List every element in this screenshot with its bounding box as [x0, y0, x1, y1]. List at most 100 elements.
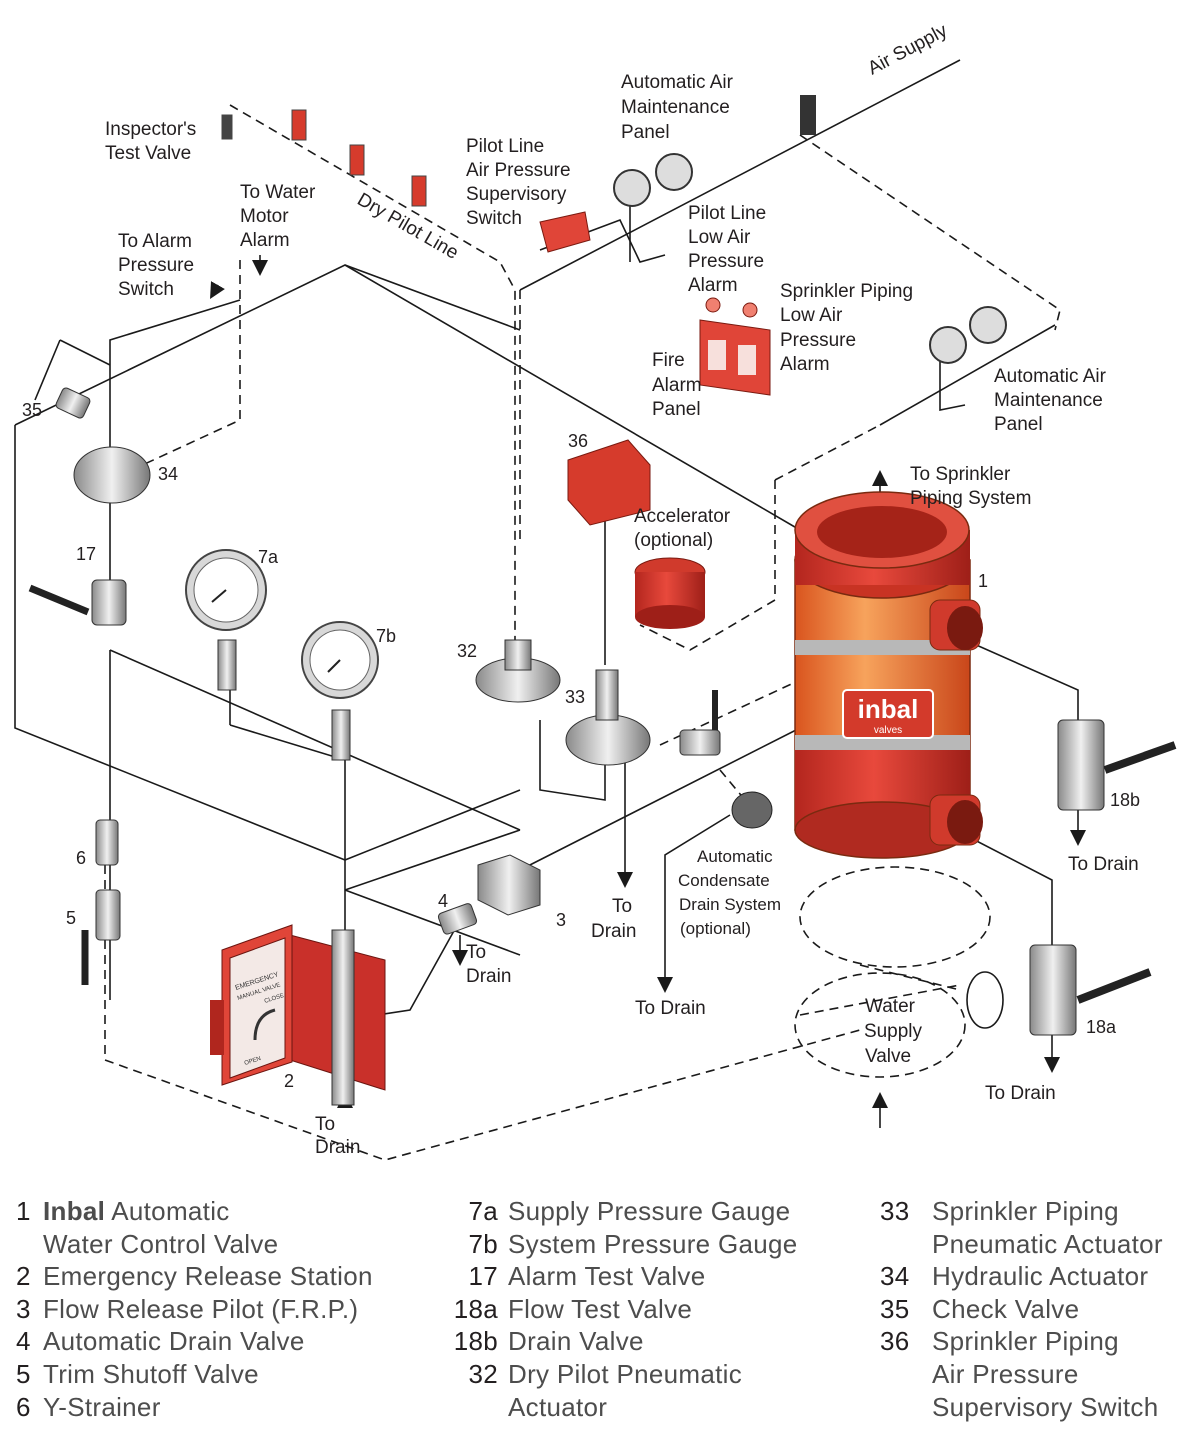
brand-logo: inbal [858, 694, 919, 724]
trim-shutoff-valve-5 [81, 889, 121, 985]
legend-number [880, 1228, 932, 1261]
label-water-motor-3: Alarm [240, 230, 290, 251]
legend-text: Trim Shutoff Valve [43, 1358, 259, 1389]
fire-alarm-panel [699, 297, 771, 396]
condensate-drain [731, 791, 773, 829]
label-fire-panel-1: Fire [652, 350, 685, 371]
label-water-supply-1: Water [865, 996, 916, 1017]
label-aamp-top-1: Automatic Air [621, 72, 734, 93]
legend-number [880, 1358, 932, 1391]
legend-number [880, 1391, 932, 1424]
pilot-switch-box [539, 211, 591, 253]
label-condensate-3: Drain System [679, 895, 781, 914]
legend-number: 34 [880, 1261, 910, 1292]
legend-item: Actuator [436, 1391, 798, 1424]
legend-text: Flow Test Valve [508, 1293, 693, 1324]
legend-number: 2 [16, 1261, 31, 1292]
num-17: 17 [76, 544, 96, 564]
legend-text: Drain Valve [508, 1326, 644, 1357]
label-water-supply-2: Supply [864, 1021, 923, 1042]
legend-item: 5 Trim Shutoff Valve [16, 1358, 373, 1391]
legend-item: Supervisory Switch [880, 1391, 1163, 1424]
legend-text: Emergency Release Station [43, 1261, 373, 1292]
panel-text-open: OPEN [244, 1056, 262, 1067]
pressure-gauge-7b [301, 621, 379, 761]
pressure-gauge-7a [185, 549, 267, 691]
legend-text: Flow Release Pilot (F.R.P.) [43, 1293, 359, 1324]
label-to-drain-18a: To Drain [985, 1083, 1056, 1104]
num-4: 4 [438, 891, 448, 911]
legend-item: Pneumatic Actuator [880, 1228, 1163, 1261]
legend-number: 36 [880, 1326, 910, 1357]
label-inspector-1: Inspector's [105, 119, 196, 140]
legend-text: System Pressure Gauge [508, 1228, 798, 1259]
label-accelerator-1: Accelerator [634, 506, 731, 527]
legend-item: 2 Emergency Release Station [16, 1260, 373, 1293]
num-33: 33 [565, 687, 585, 707]
inbal-water-control-valve: inbal valves [794, 491, 983, 859]
hydraulic-actuator-34 [73, 446, 151, 504]
legend-number [436, 1391, 508, 1424]
legend-text: Air Pressure [932, 1358, 1079, 1389]
label-pilot-low-2: Low Air [688, 227, 751, 248]
label-to-drain-condensate: To Drain [635, 998, 706, 1019]
legend-number: 1 [16, 1196, 31, 1226]
label-sprinkler-low-3: Pressure [780, 330, 856, 351]
legend-number [16, 1228, 43, 1261]
legend-number: 17 [468, 1261, 498, 1292]
label-condensate-4: (optional) [680, 919, 751, 938]
legend-number: 5 [16, 1358, 31, 1389]
num-6: 6 [76, 848, 86, 868]
legend-number: 18a [453, 1293, 498, 1324]
trim-diagram: inbal valves EMERGENCY MANUAL VALVE CLOS… [14, 20, 1177, 1161]
solid-piping [14, 59, 1079, 1021]
legend-brand: Inbal [43, 1196, 106, 1226]
accelerator [634, 557, 706, 629]
num-5: 5 [66, 908, 76, 928]
legend-item: 34 Hydraulic Actuator [880, 1260, 1163, 1293]
sprinkler-heads [221, 109, 427, 207]
legend-item: Water Control Valve [16, 1228, 373, 1261]
panel-text-close: CLOSE [264, 993, 285, 1005]
num-1: 1 [978, 571, 988, 591]
label-to-4: To [466, 942, 486, 963]
label-to-sprinkler-2: Piping System [910, 488, 1031, 509]
supply-valve-wheel [966, 971, 1004, 1029]
legend-number: 4 [16, 1326, 31, 1357]
legend-number: 6 [16, 1391, 31, 1422]
label-sprinkler-low-1: Sprinkler Piping [780, 281, 913, 302]
legend-number: 32 [468, 1358, 498, 1389]
num-35: 35 [22, 400, 42, 420]
legend-text: Actuator [508, 1391, 608, 1422]
label-aamp-right-3: Panel [994, 414, 1043, 435]
label-pilot-low-1: Pilot Line [688, 203, 766, 224]
label-pilot-switch-3: Supervisory [466, 184, 567, 205]
legend-text: Hydraulic Actuator [932, 1261, 1149, 1292]
legend-text: Pneumatic Actuator [932, 1228, 1163, 1259]
label-inspector-2: Test Valve [105, 143, 191, 164]
pressure-switch-36 [567, 439, 651, 526]
brand-logo-sub: valves [874, 725, 902, 736]
label-alarm-switch-2: Pressure [118, 255, 194, 276]
legend-text: Water Control Valve [43, 1228, 279, 1259]
legend-item: Air Pressure [880, 1358, 1163, 1391]
label-pilot-switch-1: Pilot Line [466, 136, 544, 157]
legend-number: 35 [880, 1293, 910, 1324]
label-alarm-switch-1: To Alarm [118, 231, 192, 252]
label-pilot-low-4: Alarm [688, 275, 738, 296]
dry-pilot-actuator-32 [475, 639, 561, 703]
flow-test-valve-18a [1029, 944, 1152, 1036]
num-32: 32 [457, 641, 477, 661]
label-condensate-1: Automatic [697, 847, 773, 866]
label-drain-33: Drain [591, 921, 636, 942]
drain-valve-18b [1057, 719, 1177, 811]
label-fire-panel-2: Alarm [652, 375, 702, 396]
